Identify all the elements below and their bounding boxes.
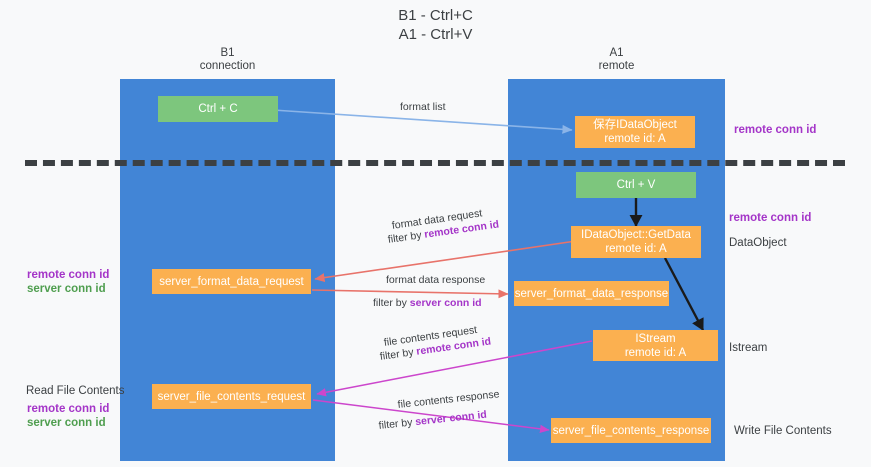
diagram-title: B1 - Ctrl+C A1 - Ctrl+V xyxy=(0,6,871,44)
node-istream[interactable]: IStream remote id: A xyxy=(593,330,718,361)
column-b1-role: connection xyxy=(199,60,256,72)
edge-label-format-list-text: format list xyxy=(400,101,446,113)
edge-label-format-data-response-text: format data response xyxy=(386,274,486,286)
node-ctrl-c[interactable]: Ctrl + C xyxy=(158,96,278,122)
annotation-right-write-file-contents: Write File Contents xyxy=(734,425,832,437)
annotation-left-read-file-contents: Read File Contents xyxy=(26,385,125,397)
node-idataobject-getdata-line1: IDataObject::GetData xyxy=(581,229,691,241)
node-server-file-contents-response-label: server_file_contents_response xyxy=(552,424,710,437)
phase-divider xyxy=(25,160,845,166)
annotation-right-istream: Istream xyxy=(729,342,768,354)
node-save-idataobject-line2: remote id: A xyxy=(604,133,666,145)
annotation-right-dataobject: DataObject xyxy=(729,237,787,249)
annotation-left-remote-conn-id-bottom: remote conn id xyxy=(27,403,110,415)
node-server-file-contents-response[interactable]: server_file_contents_response xyxy=(551,418,711,443)
node-istream-line1: IStream xyxy=(635,332,676,345)
annotation-left-server-conn-id-mid: server conn id xyxy=(27,283,106,295)
column-b1-name: B1 xyxy=(220,47,235,59)
edge-label-format-data-response-filter: filter by server conn id xyxy=(373,296,482,310)
node-server-format-data-response[interactable]: server_format_data_response xyxy=(514,281,669,306)
node-server-format-data-request-label: server_format_data_request xyxy=(159,275,304,288)
node-istream-line2: remote id: A xyxy=(624,346,687,359)
node-save-idataobject[interactable]: 保存IDataObject remote id: A xyxy=(575,116,695,148)
title-line-1: B1 - Ctrl+C xyxy=(398,7,473,24)
connector-format-list xyxy=(272,109,573,134)
edge-label-filter2-key: server conn id xyxy=(409,297,482,309)
annotation-right-remote-conn-id-top: remote conn id xyxy=(734,124,817,136)
connector-format-data-response xyxy=(311,289,509,299)
edge-label-filter4-prefix: filter by xyxy=(378,416,416,432)
connector-file-contents-response xyxy=(312,399,550,434)
column-a1-name: A1 xyxy=(609,47,624,59)
connector-file-contents-request xyxy=(316,340,593,397)
node-server-format-data-response-label: server_format_data_response xyxy=(514,287,669,300)
node-ctrl-v[interactable]: Ctrl + V xyxy=(576,172,696,198)
column-header-b1: B1 connection xyxy=(120,47,335,73)
node-ctrl-v-label: Ctrl + V xyxy=(616,179,656,191)
edge-label-format-list: format list xyxy=(400,100,446,114)
column-a1-role: remote xyxy=(598,60,635,72)
title-line-2: A1 - Ctrl+V xyxy=(398,26,473,43)
annotation-right-remote-conn-id-mid: remote conn id xyxy=(729,212,812,224)
column-header-a1: A1 remote xyxy=(508,47,725,73)
connector-getdata-to-istream xyxy=(663,257,705,331)
node-ctrl-c-label: Ctrl + C xyxy=(198,103,238,115)
node-server-format-data-request[interactable]: server_format_data_request xyxy=(152,269,311,294)
node-server-file-contents-request[interactable]: server_file_contents_request xyxy=(152,384,311,409)
annotation-left-server-conn-id-bottom: server conn id xyxy=(27,417,106,429)
node-save-idataobject-line1: 保存IDataObject xyxy=(593,119,677,131)
edge-label-filter2-prefix: filter by xyxy=(373,297,410,309)
edge-label-format-data-response: format data response xyxy=(386,273,485,287)
node-server-file-contents-request-label: server_file_contents_request xyxy=(157,390,306,403)
node-idataobject-getdata-line2: remote id: A xyxy=(605,243,667,255)
annotation-left-remote-conn-id-mid: remote conn id xyxy=(27,269,110,281)
node-idataobject-getdata[interactable]: IDataObject::GetData remote id: A xyxy=(571,226,701,258)
connector-format-data-request xyxy=(314,240,577,283)
